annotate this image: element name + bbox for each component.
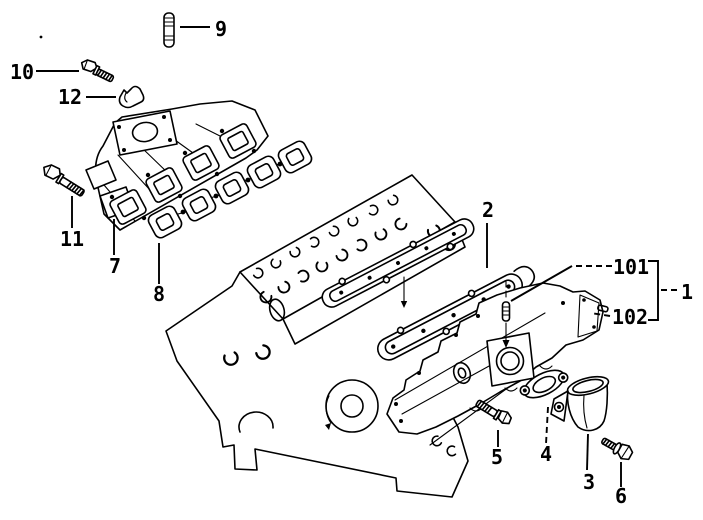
callout-102: 102: [612, 305, 648, 329]
callout-2: 2: [482, 198, 494, 222]
callout-9: 9: [215, 17, 227, 41]
clamp-12-part: [118, 85, 145, 109]
bolt-10-part: [80, 59, 115, 83]
intake-manifold-part: [386, 282, 609, 435]
exhaust-manifold-part: [85, 100, 269, 231]
manifold-stud-part: [501, 280, 511, 348]
callout-6: 6: [615, 484, 627, 508]
bolt-11-part: [43, 164, 85, 197]
leader-102-dashed: [590, 312, 611, 317]
callout-5: 5: [491, 445, 503, 469]
callout-3: 3: [583, 470, 595, 494]
callout-10: 10: [10, 60, 34, 84]
bolt-6-part: [601, 437, 634, 461]
scan-speck: [39, 35, 43, 39]
leader-4-dashed: [545, 406, 549, 445]
leader-101: [510, 265, 573, 302]
bracket-1: [648, 260, 659, 321]
elbow-connector-part: [550, 375, 610, 432]
callout-4: 4: [540, 442, 552, 466]
callout-101: 101: [613, 255, 649, 279]
callout-11: 11: [60, 227, 84, 251]
exhaust-gasket-set-part: [145, 138, 315, 241]
stud-9-part: [163, 12, 175, 48]
callouts-layer: 9 10 12 11 7 8 2 101 102 1 5 4 3 6: [10, 17, 693, 508]
elbow-gasket-part: [519, 369, 569, 399]
callout-8: 8: [153, 282, 165, 306]
callout-1: 1: [681, 280, 693, 304]
callout-7: 7: [109, 254, 121, 278]
bolt-5-part: [475, 399, 513, 425]
callout-12: 12: [58, 85, 82, 109]
leader-3: [586, 433, 589, 471]
port-face-gasket-on-head: [321, 218, 475, 308]
manifold-gasket-part: [376, 265, 536, 361]
